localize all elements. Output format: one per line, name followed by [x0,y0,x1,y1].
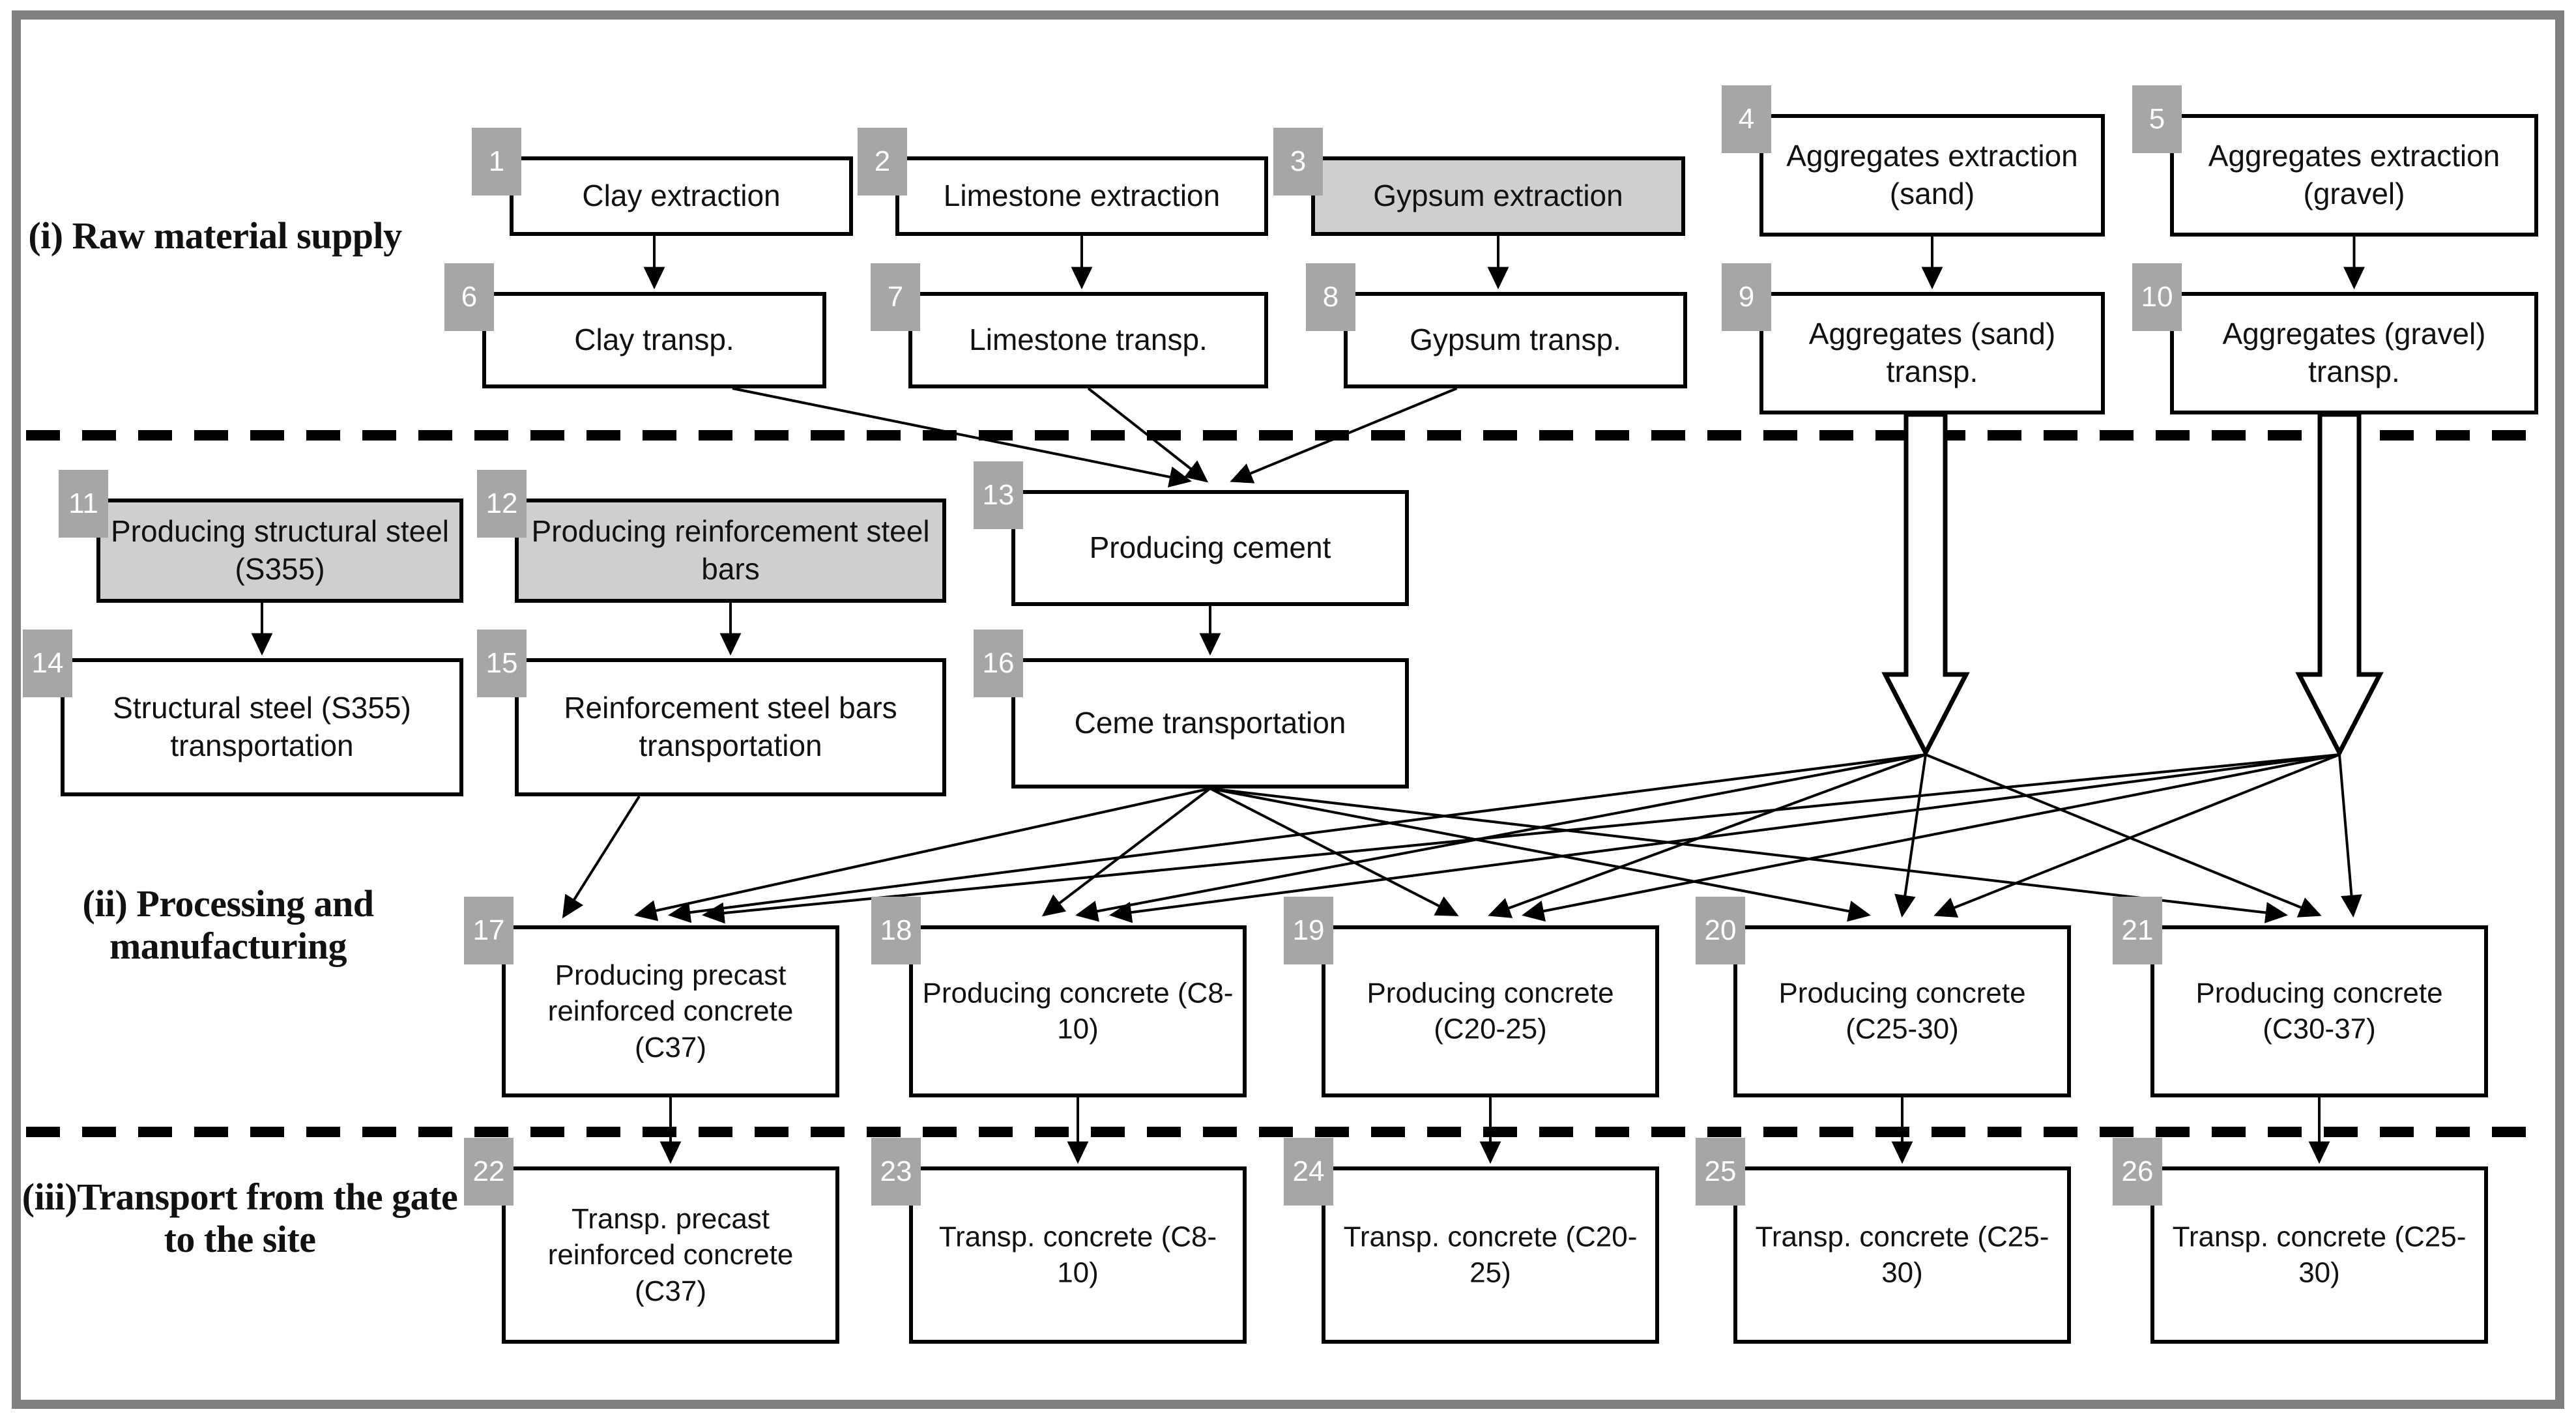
process-number-badge-20: 20 [1696,897,1745,964]
process-box-label: Aggregates extraction (sand) [1763,137,2101,213]
process-box-4[interactable]: Aggregates extraction (sand) [1759,114,2105,237]
process-box-label: Transp. concrete (C25-30) [2154,1219,2484,1292]
process-number-badge-1: 1 [472,128,521,195]
process-box-9[interactable]: Aggregates (sand) transp. [1759,292,2105,414]
process-number-badge-8: 8 [1306,263,1355,331]
process-box-label: Transp. concrete (C8-10) [913,1219,1243,1292]
stage-label-raw-material-supply: (i) Raw material supply [20,215,411,257]
process-box-17[interactable]: Producing precast reinforced concrete (C… [502,925,839,1097]
process-box-label: Transp. concrete (C20-25) [1325,1219,1655,1292]
process-box-20[interactable]: Producing concrete (C25-30) [1733,925,2071,1097]
process-number-badge-5: 5 [2132,85,2182,153]
edge-9-to-21 [1926,755,2319,915]
process-box-18[interactable]: Producing concrete (C8-10) [909,925,1247,1097]
process-box-label: Producing concrete (C20-25) [1325,976,1655,1048]
process-number-badge-4: 4 [1722,85,1771,153]
process-number-badge-10: 10 [2132,263,2182,331]
process-box-label: Clay transp. [486,321,822,359]
process-box-7[interactable]: Limestone transp. [908,292,1268,388]
process-box-label: Aggregates (sand) transp. [1763,315,2101,391]
edge-16-to-17 [637,789,1210,915]
process-box-label: Producing cement [1015,529,1405,567]
process-number-badge-2: 2 [858,128,907,195]
process-box-label: Aggregates (gravel) transp. [2174,315,2534,391]
process-box-1[interactable]: Clay extraction [510,156,853,236]
process-number-badge-9: 9 [1722,263,1771,331]
process-box-11[interactable]: Producing structural steel (S355) [96,499,463,603]
process-number-badge-26: 26 [2113,1138,2162,1206]
process-box-label: Structural steel (S355) transportation [65,689,459,765]
process-box-label: Producing precast reinforced concrete (C… [506,957,835,1065]
stage-label-transport-gate-to-site: (iii)Transport from the gate to the site [12,1176,468,1261]
process-number-badge-14: 14 [23,629,72,697]
process-box-8[interactable]: Gypsum transp. [1344,292,1687,388]
process-box-label: Transp. precast reinforced concrete (C37… [506,1201,835,1309]
edge-16-to-21 [1210,789,2285,915]
edge-9-to-19 [1490,755,1926,915]
block-arrow-aggregates-sand [1885,414,1966,753]
process-number-badge-25: 25 [1696,1138,1745,1206]
process-box-label: Ceme transportation [1015,704,1405,742]
edge-10-to-17 [704,755,2339,915]
process-box-23[interactable]: Transp. concrete (C8-10) [909,1166,1247,1344]
process-box-16[interactable]: Ceme transportation [1011,658,1409,789]
process-box-label: Producing reinforcement steel bars [519,513,942,588]
process-box-14[interactable]: Structural steel (S355) transportation [61,658,463,796]
process-number-badge-15: 15 [477,629,527,697]
process-box-label: Producing concrete (C8-10) [913,976,1243,1048]
edge-15-to-17 [564,796,639,916]
process-number-badge-11: 11 [59,470,108,538]
process-box-2[interactable]: Limestone extraction [895,156,1268,236]
process-number-badge-23: 23 [871,1138,921,1206]
process-number-badge-3: 3 [1273,128,1323,195]
process-box-15[interactable]: Reinforcement steel bars transportation [515,658,946,796]
process-number-badge-18: 18 [871,897,921,964]
process-number-badge-6: 6 [444,263,494,331]
process-box-label: Producing concrete (C25-30) [1737,976,2067,1048]
process-number-badge-24: 24 [1284,1138,1333,1206]
process-number-badge-13: 13 [974,461,1023,529]
process-box-19[interactable]: Producing concrete (C20-25) [1322,925,1659,1097]
process-box-label: Reinforcement steel bars transportation [519,689,942,765]
process-number-badge-7: 7 [871,263,920,331]
block-arrow-aggregates-gravel [2299,414,2380,753]
process-box-label: Gypsum extraction [1315,177,1681,215]
process-box-24[interactable]: Transp. concrete (C20-25) [1322,1166,1659,1344]
process-box-5[interactable]: Aggregates extraction (gravel) [2170,114,2538,237]
process-box-label: Aggregates extraction (gravel) [2174,137,2534,213]
process-box-26[interactable]: Transp. concrete (C25-30) [2150,1166,2488,1344]
process-box-10[interactable]: Aggregates (gravel) transp. [2170,292,2538,414]
process-number-badge-21: 21 [2113,897,2162,964]
process-number-badge-22: 22 [464,1138,514,1206]
process-number-badge-17: 17 [464,897,514,964]
process-number-badge-12: 12 [477,470,527,538]
process-box-6[interactable]: Clay transp. [482,292,826,388]
edge-10-to-21 [2339,755,2353,915]
process-box-label: Transp. concrete (C25-30) [1737,1219,2067,1292]
process-box-label: Producing concrete (C30-37) [2154,976,2484,1048]
process-box-21[interactable]: Producing concrete (C30-37) [2150,925,2488,1097]
process-number-badge-19: 19 [1284,897,1333,964]
edge-9-to-20 [1902,755,1926,915]
process-box-label: Limestone extraction [899,177,1264,215]
process-box-12[interactable]: Producing reinforcement steel bars [515,499,946,603]
edge-10-to-19 [1524,755,2339,915]
process-box-label: Limestone transp. [912,321,1264,359]
process-box-25[interactable]: Transp. concrete (C25-30) [1733,1166,2071,1344]
process-box-13[interactable]: Producing cement [1011,490,1409,606]
process-box-3[interactable]: Gypsum extraction [1311,156,1685,236]
edge-10-to-20 [1936,755,2339,915]
process-box-22[interactable]: Transp. precast reinforced concrete (C37… [502,1166,839,1344]
process-number-badge-16: 16 [974,629,1023,697]
process-box-label: Clay extraction [514,177,849,215]
stage-label-processing-manufacturing: (ii) Processing and manufacturing [13,883,443,968]
process-box-label: Producing structural steel (S355) [100,513,459,588]
process-box-label: Gypsum transp. [1348,321,1683,359]
